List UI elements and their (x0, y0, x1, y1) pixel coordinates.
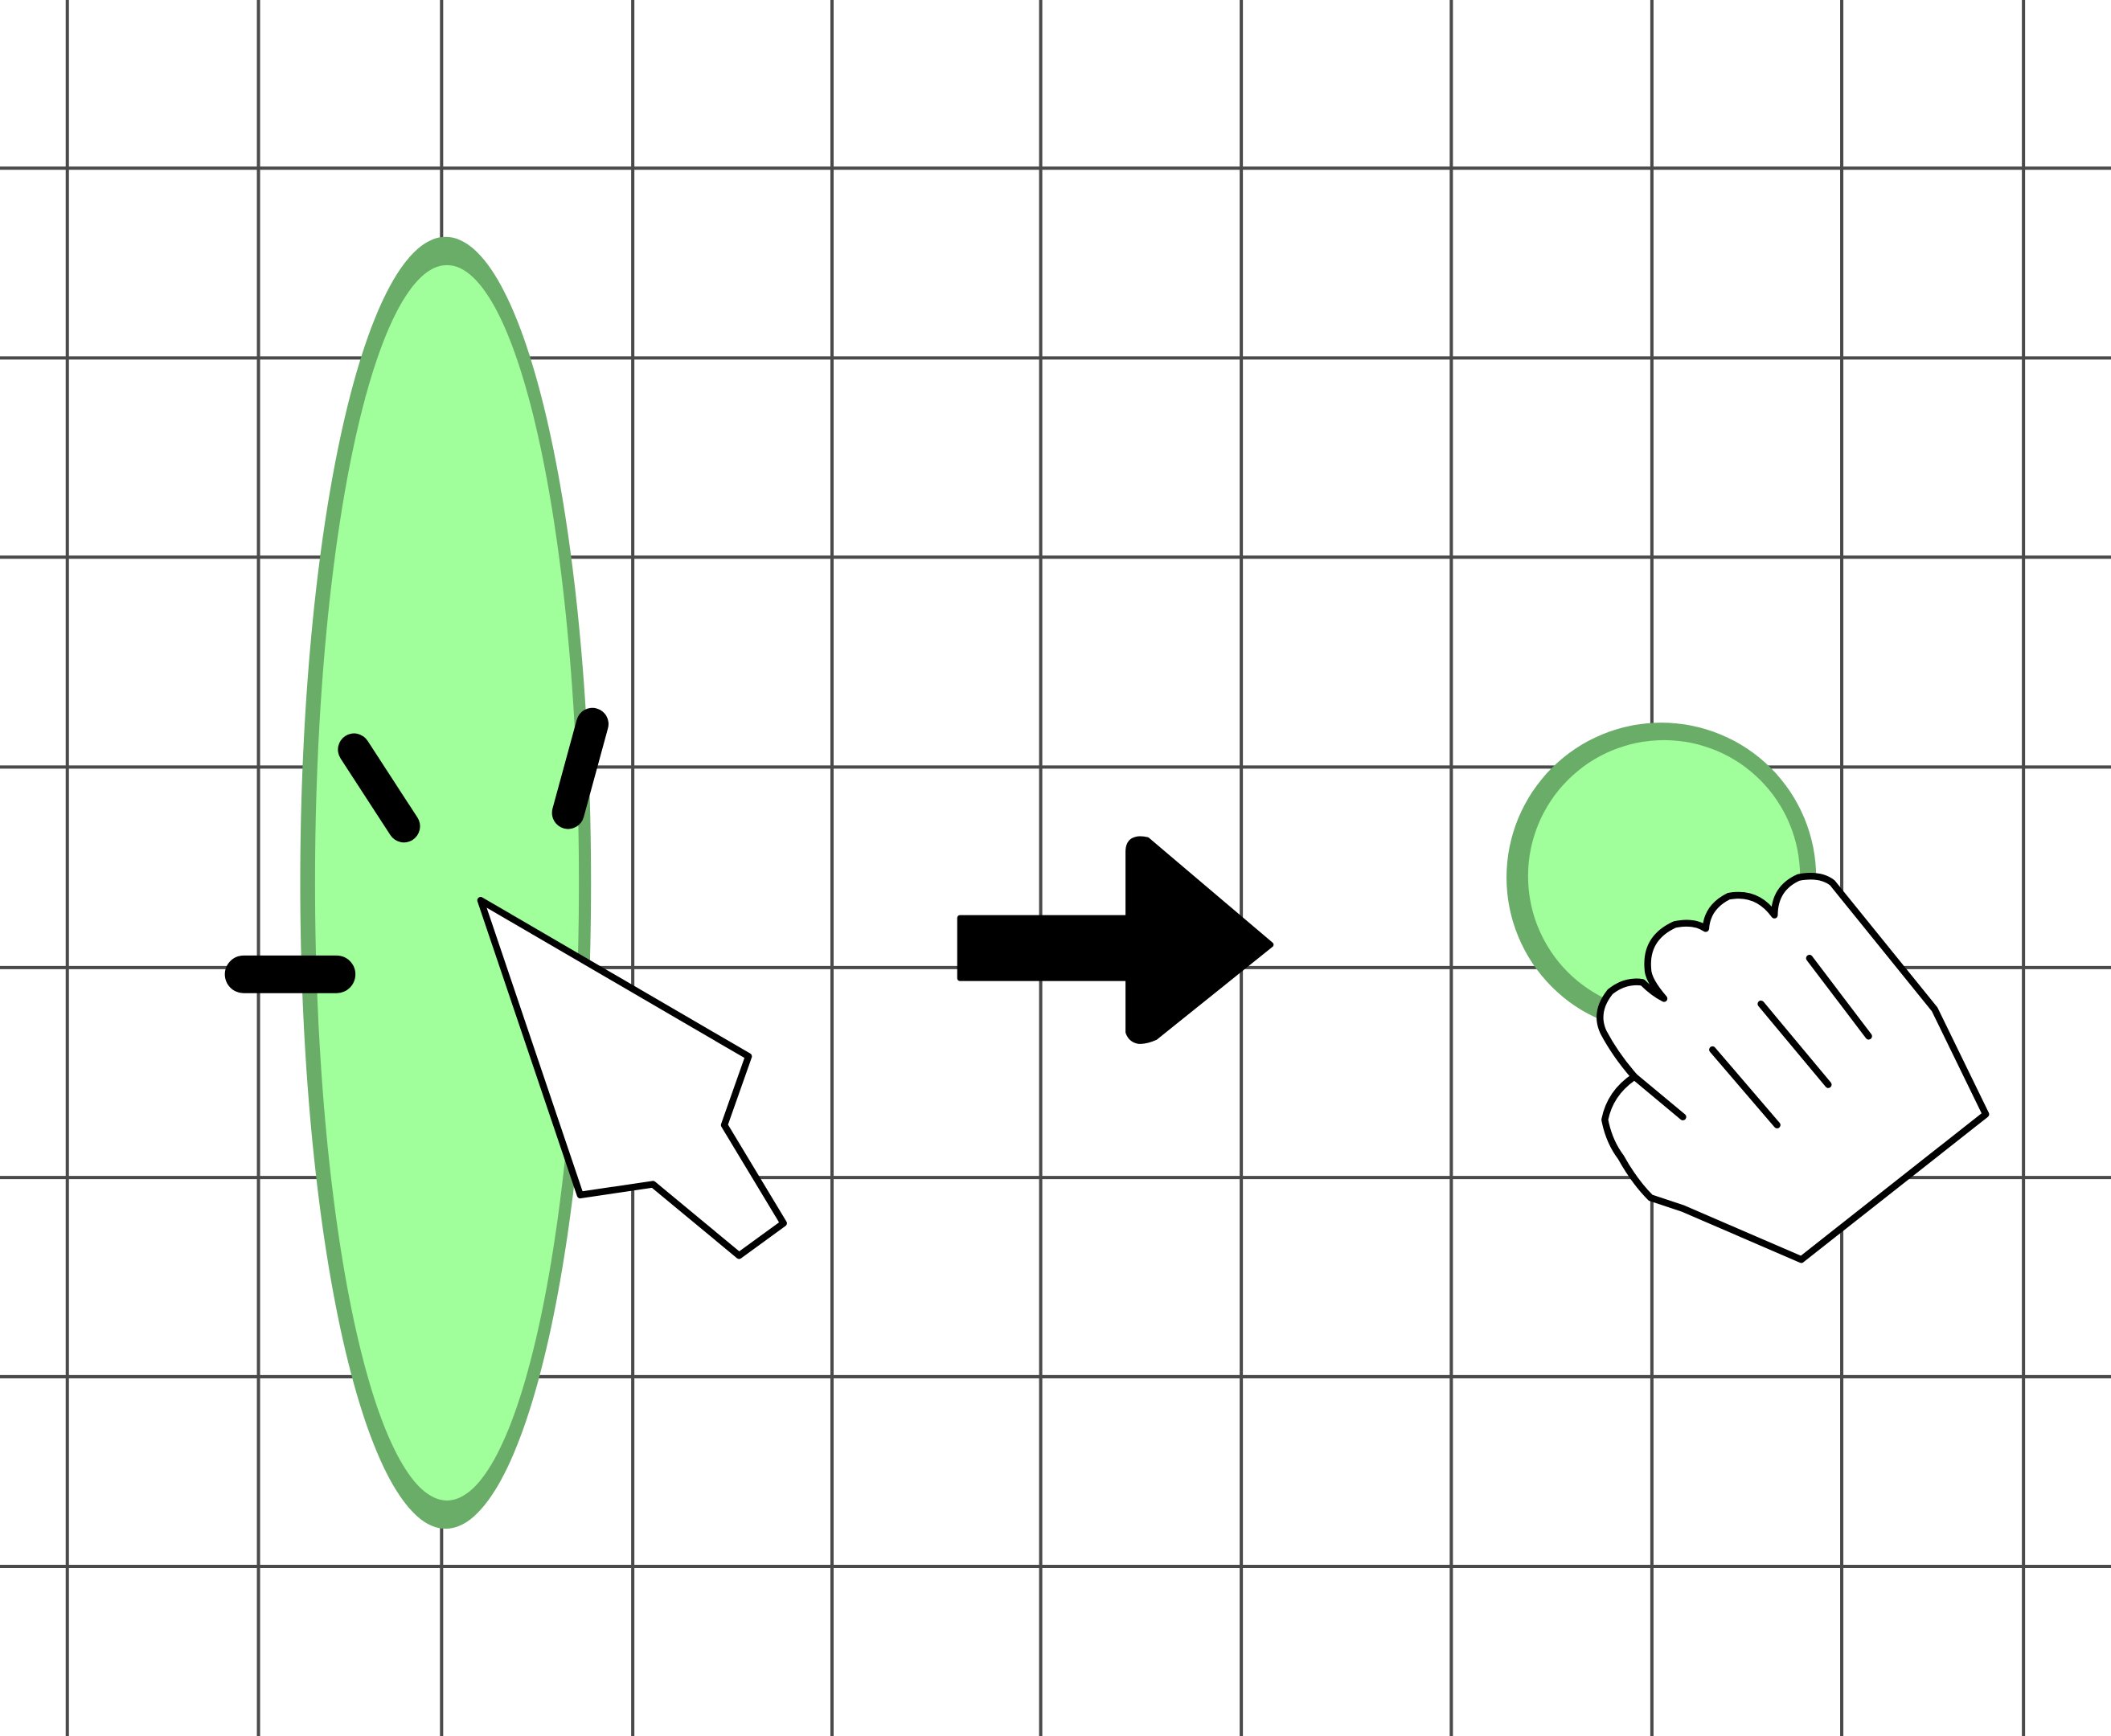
arrow-cursor-icon (477, 897, 787, 1259)
hand-crease-4 (1806, 955, 1872, 1040)
right-arrow-icon (957, 836, 1274, 1044)
before-state (224, 236, 787, 1529)
hand-crease-3 (1757, 1000, 1832, 1088)
stretched-ellipse-fill (314, 264, 580, 1501)
motion-mark-upper-right (551, 707, 609, 829)
hand-crease-2 (1709, 1046, 1781, 1128)
after-state (1506, 723, 1990, 1263)
motion-marks (224, 707, 609, 993)
grab-hand-icon (1597, 873, 1990, 1263)
hand-outline (1597, 873, 1990, 1263)
hand-crease-1 (1630, 1073, 1687, 1120)
motion-mark-upper-left (338, 733, 420, 843)
